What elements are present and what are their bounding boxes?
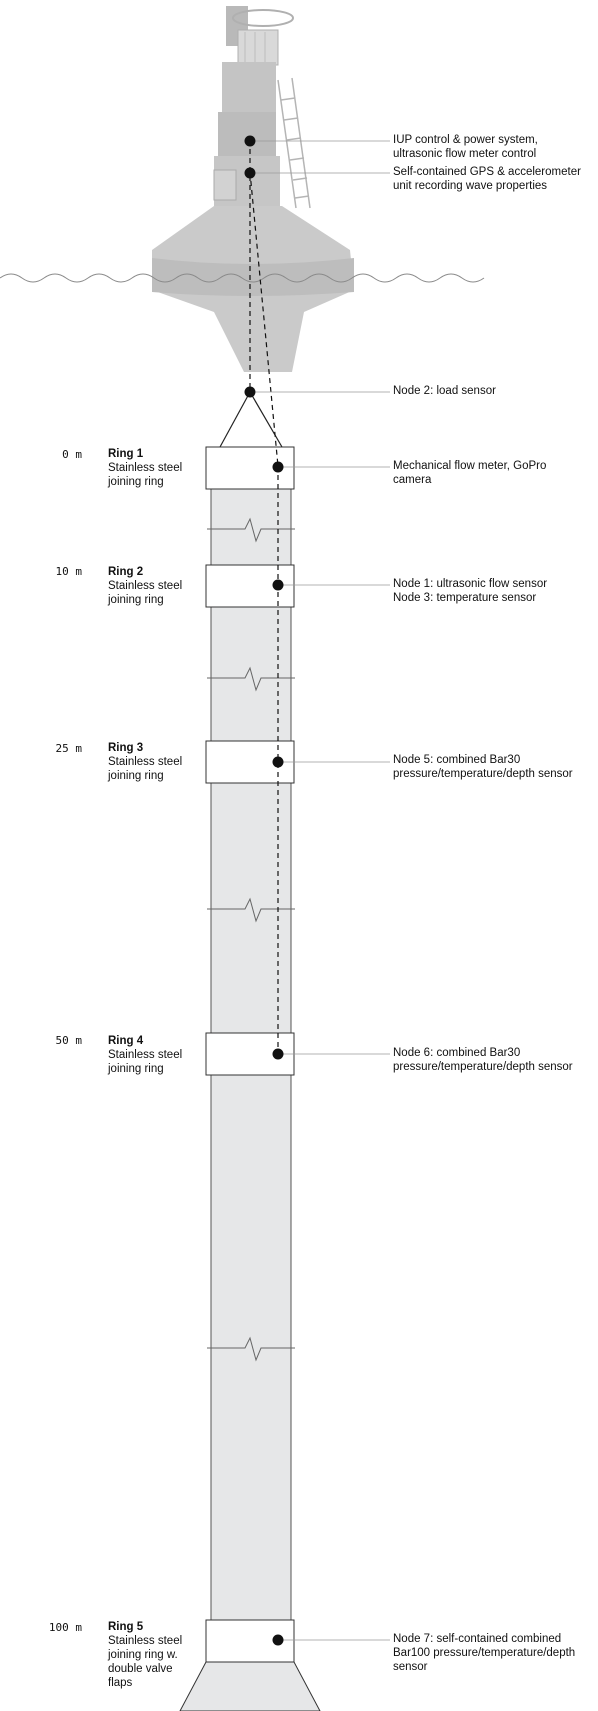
ring-5-title: Ring 5	[108, 1621, 144, 1633]
annotation-iup: IUP control & power system, ultrasonic f…	[393, 134, 538, 160]
ring-3-title: Ring 3	[108, 742, 144, 754]
sensor-cables	[249, 140, 279, 1054]
waterline	[0, 273, 485, 283]
ring-3-desc: Stainless steel joining ring	[108, 756, 183, 782]
depth-label-ring-5: 100 m	[48, 1621, 82, 1634]
ring-2-title: Ring 2	[108, 566, 144, 578]
ring-5-desc: Stainless steel joining ring w. double v…	[108, 1635, 183, 1689]
iup-node-dot	[244, 135, 256, 147]
sensor-nodes	[244, 135, 284, 1646]
ring-2-label: Ring 2 Stainless steel joining ring	[108, 565, 182, 607]
annotation-load-sensor: Node 2: load sensor	[393, 385, 496, 397]
ring-1-desc: Stainless steel joining ring	[108, 462, 183, 488]
ring-4-label: Ring 4 Stainless steel joining ring	[108, 1034, 182, 1076]
bridle	[219, 391, 283, 448]
ring-2-desc: Stainless steel joining ring	[108, 580, 183, 606]
load-sensor-dot	[244, 386, 256, 398]
depth-label-ring-2: 10 m	[55, 565, 83, 578]
ring-4-title: Ring 4	[108, 1035, 144, 1047]
depth-label-ring-3: 25 m	[55, 742, 83, 755]
ring-3-label: Ring 3 Stainless steel joining ring	[108, 741, 182, 783]
ring-3-sensor-text: Node 5: combined Bar30 pressure/temperat…	[393, 754, 573, 780]
ring-5-sensor-dot	[272, 1634, 284, 1646]
bottom-cone	[179, 1661, 321, 1711]
ring-1-label: Ring 1 Stainless steel joining ring	[108, 447, 182, 489]
buoy-illustration	[152, 6, 354, 372]
ring-5-label: Ring 5 Stainless steel joining ring w. d…	[108, 1620, 182, 1690]
depth-label-ring-1: 0 m	[62, 448, 82, 461]
ring-2-sensor-text: Node 1: ultrasonic flow sensor Node 3: t…	[393, 578, 548, 604]
ring-5-sensor-text: Node 7: self-contained combined Bar100 p…	[393, 1633, 576, 1673]
annotation-gps: Self-contained GPS & accelerometer unit …	[393, 166, 581, 192]
ring-1-sensor-text: Mechanical flow meter, GoPro camera	[393, 460, 547, 486]
leader-lines	[250, 140, 390, 1641]
depth-label-ring-4: 50 m	[55, 1034, 83, 1047]
ring-4-desc: Stainless steel joining ring	[108, 1049, 183, 1075]
gps-node-dot	[244, 167, 256, 179]
ring-2-sensor-dot	[272, 579, 284, 591]
ring-4-sensor-dot	[272, 1048, 284, 1060]
ring-3-sensor-dot	[272, 756, 284, 768]
ring-1-sensor-dot	[272, 461, 284, 473]
ring-4-sensor-text: Node 6: combined Bar30 pressure/temperat…	[393, 1047, 573, 1073]
pipe-break-marks	[207, 517, 295, 1362]
ring-1-title: Ring 1	[108, 448, 144, 460]
